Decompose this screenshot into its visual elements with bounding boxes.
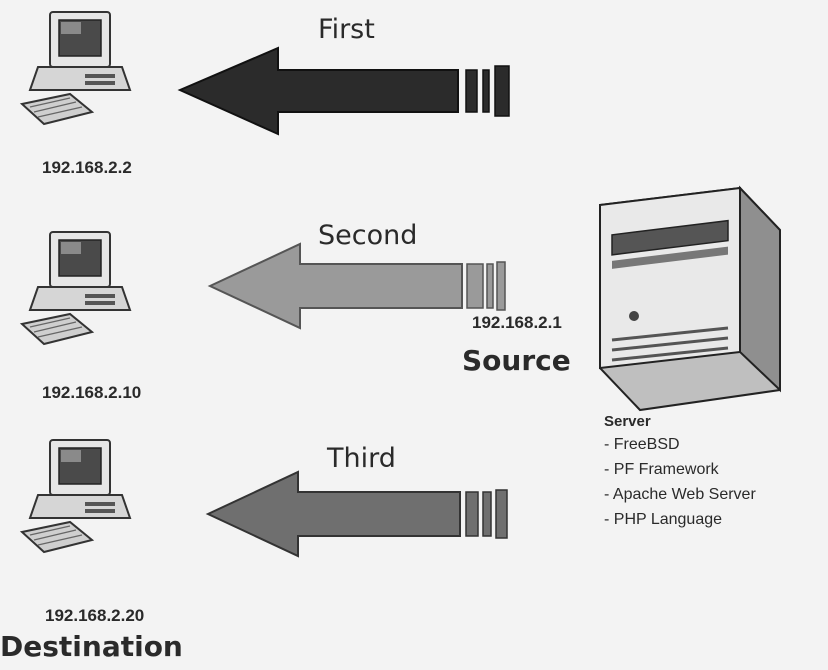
server-title: Server — [604, 413, 651, 430]
server-spec-item: FreeBSD — [604, 432, 756, 457]
arrow-label-third: Third — [327, 443, 396, 474]
computer-icon — [21, 11, 131, 125]
arrow-first — [177, 46, 510, 136]
arrow-label-first: First — [318, 14, 375, 45]
server-spec-item: PF Framework — [604, 457, 756, 482]
destination-ip-2: 192.168.2.10 — [42, 383, 142, 402]
server-spec-item: Apache Web Server — [604, 482, 756, 507]
server-spec-item: PHP Language — [604, 507, 756, 532]
server-icon — [599, 185, 781, 412]
source-ip: 192.168.2.1 — [472, 313, 562, 332]
computer-icon — [21, 439, 131, 553]
arrow-label-second: Second — [318, 220, 418, 251]
arrow-third — [205, 470, 508, 558]
server-spec-list: FreeBSD PF Framework Apache Web Server P… — [604, 432, 756, 532]
destination-ip-3: 192.168.2.20 — [45, 606, 145, 625]
arrow-second — [207, 242, 506, 330]
destination-label: Destination — [0, 630, 183, 663]
computer-icon — [21, 231, 131, 345]
source-label: Source — [462, 344, 571, 377]
destination-ip-1: 192.168.2.2 — [42, 158, 132, 177]
